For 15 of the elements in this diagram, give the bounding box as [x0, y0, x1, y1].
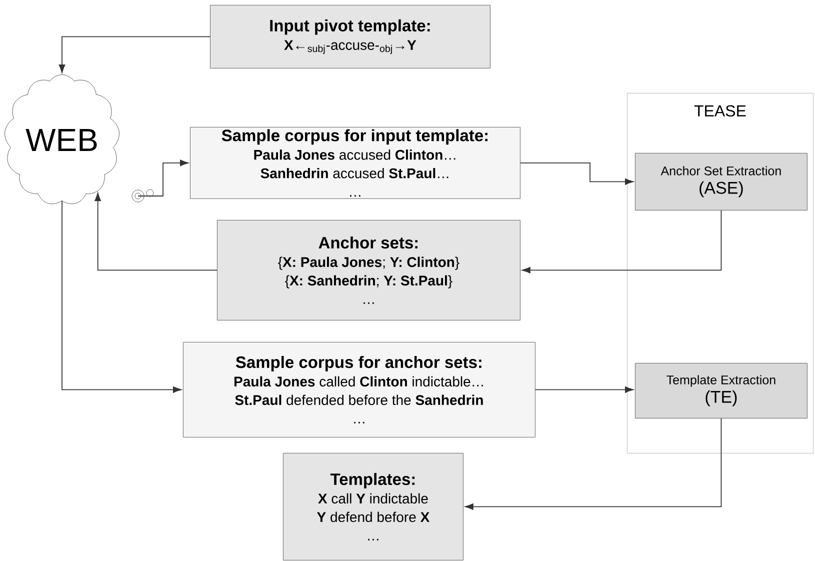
- arrow: [522, 210, 722, 274]
- text-box: Anchor sets: {X: Paula Jones; Y: Clinton} {X: Sanhedrin; Y: St.Paul} …: [217, 220, 520, 320]
- arrow: [94, 192, 218, 271]
- arrow: [520, 162, 634, 185]
- text-box: Sample corpus for anchor sets: Paula Jones called Clinton indictable… St.Paul defended before the Sanhedrin …: [183, 342, 536, 438]
- arrow: [62, 200, 182, 393]
- arrow: [58, 36, 210, 73]
- arrow: [534, 386, 634, 393]
- text-box: Templates: X call Y indictable Y defend before X …: [283, 453, 464, 560]
- text-box: Sample corpus for input template: Paula Jones accused Clinton… Sanhedrin accused St.Paul… …: [190, 127, 520, 199]
- process-box: Template Extraction (TE): [635, 363, 808, 418]
- text-box: Input pivot template: X←$_{subj}$-accuse-$_{obj}$→Y: [210, 5, 490, 68]
- arrow: [138, 160, 188, 196]
- process-box: Anchor Set Extraction (ASE): [635, 153, 808, 210]
- arrow: [464, 418, 722, 510]
